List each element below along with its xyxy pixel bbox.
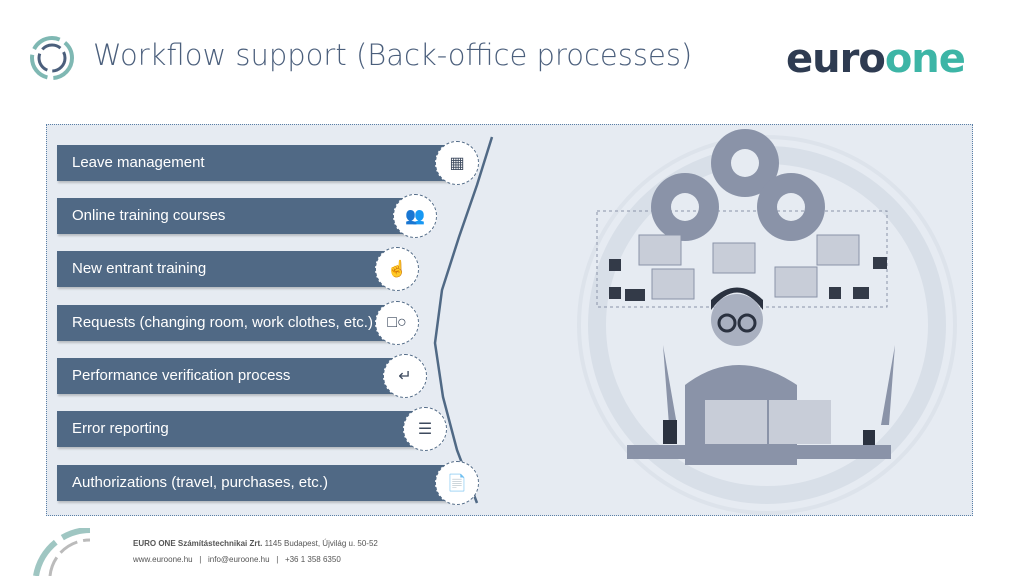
return-arrow-icon: ↵: [383, 354, 427, 398]
footer-phone: +36 1 358 6350: [284, 555, 341, 564]
footer-web[interactable]: www.euroone.hu: [133, 555, 193, 564]
euroone-emblem-icon: [30, 36, 74, 80]
page-title: Workflow support (Back-office processes): [93, 38, 693, 72]
workflow-item[interactable]: Performance verification process: [57, 358, 405, 394]
hand-person-icon: ☝: [375, 247, 419, 291]
workflow-item[interactable]: Authorizations (travel, purchases, etc.): [57, 465, 457, 501]
workflow-item[interactable]: New entrant training: [57, 251, 397, 287]
workflow-item[interactable]: Leave management: [57, 145, 457, 181]
document-chart-icon: 📄: [435, 461, 479, 505]
workflow-item[interactable]: Online training courses: [57, 198, 415, 234]
workflow-item[interactable]: Requests (changing room, work clothes, e…: [57, 305, 397, 341]
flowchart-icon: □○: [375, 301, 419, 345]
group-icon: 👥: [393, 194, 437, 238]
footer-address: EURO ONE Számítástechnikai Zrt. 1145 Bud…: [133, 539, 378, 548]
office-worker-illustration: [596, 129, 895, 465]
footer-email[interactable]: info@euroone.hu: [208, 555, 270, 564]
list-icon: ☰: [403, 407, 447, 451]
building-icon: ▦: [435, 141, 479, 185]
footer-emblem-icon: [33, 528, 91, 576]
footer-contacts: www.euroone.hu | info@euroone.hu | +36 1…: [133, 555, 341, 564]
euroone-logo: euroone: [786, 36, 966, 82]
workflow-panel: Leave management▦ Online training courses…: [46, 124, 973, 516]
workflow-item[interactable]: Error reporting: [57, 411, 425, 447]
